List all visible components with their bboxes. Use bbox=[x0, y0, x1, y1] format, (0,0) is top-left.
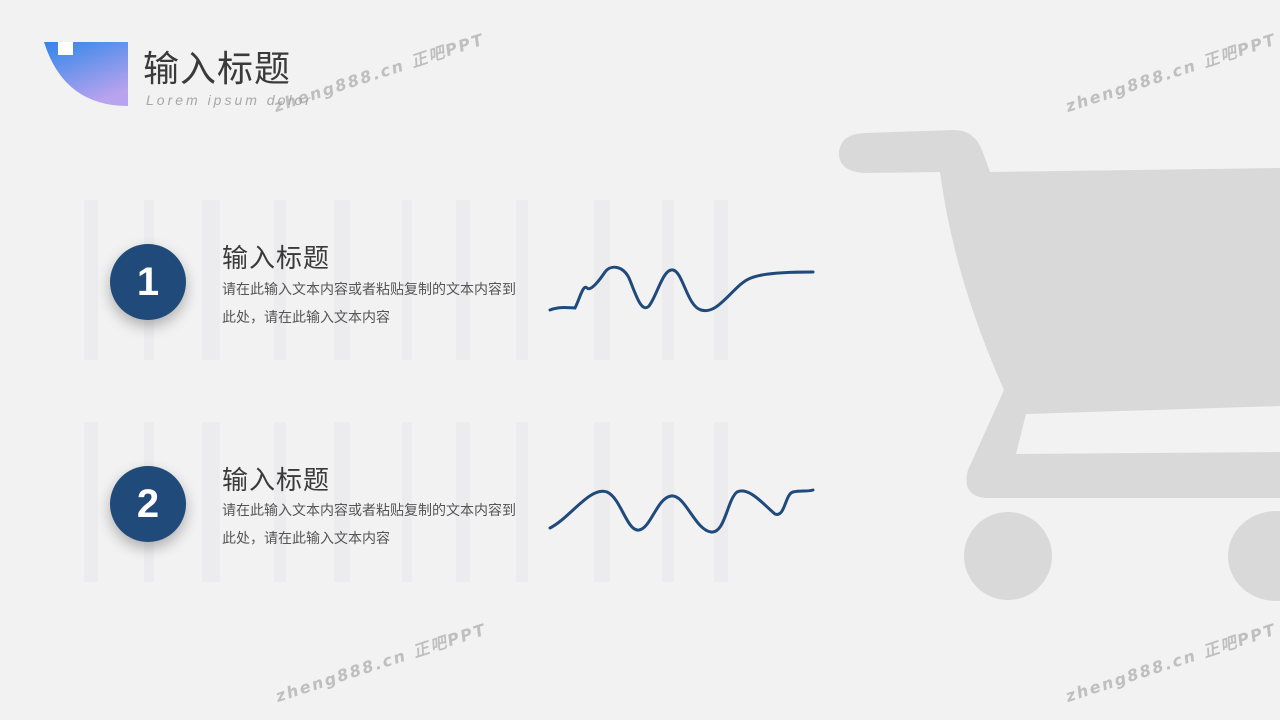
watermark-text: zheng888.cn 正吧PPT bbox=[273, 619, 490, 706]
item-number-badge: 2 bbox=[110, 466, 186, 542]
shopping-cart-icon bbox=[838, 130, 1280, 601]
item-heading: 输入标题 bbox=[222, 466, 331, 496]
page-title: 输入标题 bbox=[143, 49, 292, 90]
stripe-decoration bbox=[84, 422, 728, 582]
page-subtitle: Lorem ipsum dolor bbox=[146, 92, 313, 108]
stripe-decoration bbox=[84, 200, 728, 360]
wave-line-decoration bbox=[548, 488, 815, 534]
item-heading: 输入标题 bbox=[222, 244, 331, 274]
header-accent-shape bbox=[44, 42, 128, 106]
watermark-text: zheng888.cn 正吧PPT bbox=[271, 29, 488, 116]
item-number-badge: 1 bbox=[110, 244, 186, 320]
watermark-text: zheng888.cn 正吧PPT bbox=[1063, 29, 1280, 116]
wave-line-decoration bbox=[548, 265, 815, 313]
item-description: 请在此输入文本内容或者粘贴复制的文本内容到此处，请在此输入文本内容 bbox=[222, 503, 516, 547]
item-description: 请在此输入文本内容或者粘贴复制的文本内容到此处，请在此输入文本内容 bbox=[222, 282, 516, 326]
watermark-text: zheng888.cn 正吧PPT bbox=[1063, 619, 1280, 706]
